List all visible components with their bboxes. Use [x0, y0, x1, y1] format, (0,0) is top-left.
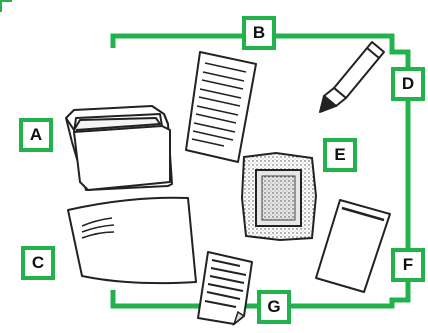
folded-printed-sheet-illustration	[198, 252, 252, 324]
blank-card-illustration	[316, 200, 390, 292]
marker-pen-illustration	[320, 42, 384, 112]
envelope-illustration	[68, 198, 196, 283]
open-box-illustration	[66, 106, 172, 190]
framed-screen-print-illustration	[242, 153, 316, 240]
label-d: D	[391, 67, 425, 101]
label-a: A	[19, 118, 53, 152]
printed-sheet-illustration	[186, 52, 256, 162]
label-c: C	[21, 246, 55, 280]
corner-mark	[0, 0, 12, 12]
label-e: E	[323, 138, 357, 172]
label-g: G	[257, 290, 291, 324]
label-f: F	[391, 248, 425, 282]
label-b: B	[242, 16, 276, 50]
